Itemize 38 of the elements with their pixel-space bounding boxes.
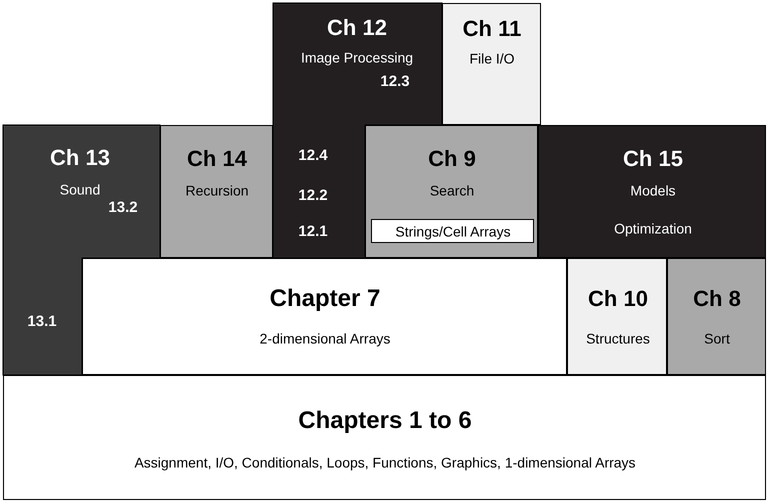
section-number: 12.2	[298, 188, 328, 204]
chapter-topic: Models	[630, 183, 676, 199]
chapter-title: Chapter 7	[270, 286, 380, 312]
chapter-block	[3, 125, 160, 375]
chapter-topic: Structures	[586, 331, 650, 347]
chapter-block	[538, 125, 766, 258]
chapter-topic: Sound	[60, 182, 100, 198]
chapter-title: Ch 15	[623, 146, 683, 172]
chapter-topic: 2-dimensional Arrays	[260, 331, 390, 347]
chapter-topic: Optimization	[614, 221, 692, 237]
section-number: 12.3	[380, 74, 410, 90]
chapter-block	[442, 3, 541, 125]
chapter-topic: Recursion	[185, 183, 249, 199]
chapter-title: Ch 12	[327, 16, 387, 40]
chapter-block	[160, 125, 273, 258]
chapter-block	[667, 258, 766, 375]
chapter-title: Ch 14	[187, 146, 247, 172]
chapter-topic: Image Processing	[300, 50, 414, 66]
chapter-block	[3, 375, 766, 500]
section-number: 13.2	[108, 200, 138, 216]
chapter-topic: Search	[430, 183, 474, 199]
box-label: Strings/Cell Arrays	[395, 224, 511, 240]
chapter-topic: Sort	[704, 331, 730, 347]
label-box	[371, 219, 534, 243]
section-number: 12.1	[298, 224, 328, 240]
chapter-topic: File I/O	[469, 51, 515, 67]
chapter-block	[365, 125, 538, 258]
chapter-block	[82, 258, 567, 375]
chapter-title: Ch 11	[462, 16, 522, 42]
chapter-title: Ch 10	[588, 286, 648, 312]
chapter-block	[567, 258, 667, 375]
section-number: 13.1	[27, 314, 57, 330]
chapter-title: Ch 13	[50, 146, 110, 170]
chapter-title: Chapters 1 to 6	[298, 408, 472, 434]
chapter-title: Ch 9	[428, 146, 476, 172]
chapter-title: Ch 8	[693, 286, 741, 312]
chapter-topic: Assignment, I/O, Conditionals, Loops, Functions, Graphics, 1-dimensional Arrays	[134, 455, 636, 471]
section-number: 12.4	[298, 148, 328, 164]
